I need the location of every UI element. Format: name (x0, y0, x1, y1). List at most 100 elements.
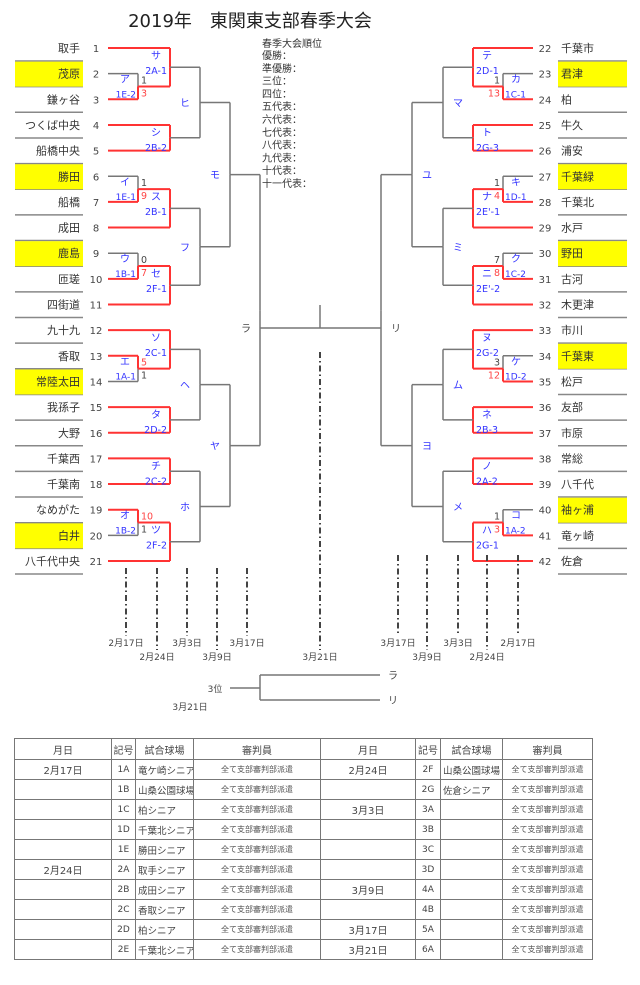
team-number: 27 (539, 172, 552, 183)
team-number: 24 (539, 95, 552, 106)
match-label: メ (453, 502, 463, 513)
schedule-umpire: 全て支部審判部派遣 (502, 759, 593, 780)
schedule-venue: 成田シニア (135, 879, 194, 900)
match-label: ヤ (210, 442, 220, 453)
third-place-label: 3位 (208, 683, 223, 695)
team-number: 42 (539, 557, 552, 568)
schedule-code: 3B (415, 819, 441, 840)
team-name: 九十九 (47, 323, 80, 337)
team-highlight (15, 61, 83, 87)
match-code: 1B-2 (115, 526, 136, 536)
team-name: 白井 (58, 528, 80, 542)
match-score: 12 (488, 371, 500, 382)
match-label: ケ (511, 356, 521, 368)
standings-list: 春季大会順位 優勝：準優勝：三位：四位：五代表：六代表：七代表：八代表：九代表：… (262, 37, 322, 190)
schedule-code: 2A (111, 859, 136, 880)
round-date: 3月9日 (202, 652, 231, 663)
schedule-code: 2G (415, 779, 441, 800)
team-name: 古河 (561, 273, 583, 286)
team-name: 友部 (561, 400, 583, 414)
match-code: 2C-2 (145, 476, 167, 487)
round-date: 3月21日 (302, 652, 337, 663)
header-date: 月日 (14, 738, 112, 760)
team-name: 常陸太田 (36, 375, 80, 388)
match-label: ウ (120, 253, 130, 265)
match-code: 1C-2 (505, 270, 526, 280)
schedule-date (14, 839, 112, 860)
match-code: 2G-3 (476, 143, 499, 154)
match-code: 2D-1 (476, 66, 499, 77)
schedule-venue: 取手シニア (135, 859, 194, 880)
match-label: ツ (151, 526, 161, 537)
match-label: シ (151, 128, 161, 139)
schedule-header-row: 月日 記号 試合球場 審判員 月日 記号 試合球場 審判員 (14, 738, 593, 760)
schedule-date (14, 939, 112, 960)
match-label: ノ (482, 461, 492, 472)
schedule-date: 2月24日 (320, 759, 416, 780)
match-code: 2B-3 (476, 425, 498, 436)
team-name: 千葉緑 (561, 169, 594, 183)
match-score: 0 (141, 255, 147, 266)
team-number: 13 (90, 352, 103, 363)
schedule-venue (440, 819, 503, 840)
team-number: 26 (539, 147, 552, 158)
team-number: 1 (93, 44, 99, 55)
schedule-venue (440, 859, 503, 880)
team-number: 20 (90, 531, 103, 542)
team-number: 14 (90, 377, 103, 388)
team-number: 41 (539, 531, 552, 542)
schedule-umpire: 全て支部審判部派遣 (502, 779, 593, 800)
header-venue: 試合球場 (440, 738, 503, 760)
match-label: ユ (422, 171, 432, 182)
schedule-date (14, 899, 112, 920)
match-code: 2C-1 (145, 348, 167, 359)
schedule-venue: 柏シニア (135, 919, 194, 940)
standings-item: 優勝： (262, 49, 292, 62)
schedule-code: 2E (111, 939, 136, 960)
team-name: つくば中央 (25, 119, 80, 132)
team-name: 木更津 (561, 299, 594, 312)
schedule-date: 3月21日 (320, 939, 416, 960)
schedule-umpire: 全て支部審判部派遣 (502, 919, 593, 940)
team-number: 28 (539, 198, 552, 209)
schedule-umpire: 全て支部審判部派遣 (193, 839, 321, 860)
final-label-left: ラ (241, 323, 251, 335)
match-score: 10 (141, 512, 153, 523)
team-name: 柏 (561, 92, 572, 106)
match-label: モ (210, 171, 220, 182)
match-score: 1 (494, 178, 500, 189)
final-label-right: リ (391, 324, 401, 335)
schedule-umpire: 全て支部審判部派遣 (502, 819, 593, 840)
match-label: ヨ (422, 442, 432, 453)
team-name: 船橋 (58, 195, 80, 209)
match-score: 5 (141, 358, 147, 369)
header-venue: 試合球場 (135, 738, 194, 760)
match-label: ク (511, 253, 521, 265)
schedule-code: 3C (415, 839, 441, 860)
team-name: 大野 (58, 426, 80, 440)
schedule-umpire: 全て支部審判部派遣 (193, 919, 321, 940)
schedule-venue (440, 899, 503, 920)
team-number: 35 (539, 377, 552, 388)
round-date: 2月24日 (469, 652, 504, 663)
team-name: 市川 (561, 323, 583, 337)
schedule-umpire: 全て支部審判部派遣 (502, 839, 593, 860)
schedule-date (320, 819, 416, 840)
schedule-date (14, 799, 112, 820)
team-number: 40 (539, 506, 552, 517)
team-number: 39 (539, 480, 552, 491)
match-score: 13 (488, 88, 500, 99)
schedule-code: 2D (111, 919, 136, 940)
team-number: 9 (93, 249, 99, 260)
standings-item: 準優勝： (262, 62, 302, 75)
schedule-code: 3A (415, 799, 441, 820)
team-number: 7 (93, 198, 99, 209)
